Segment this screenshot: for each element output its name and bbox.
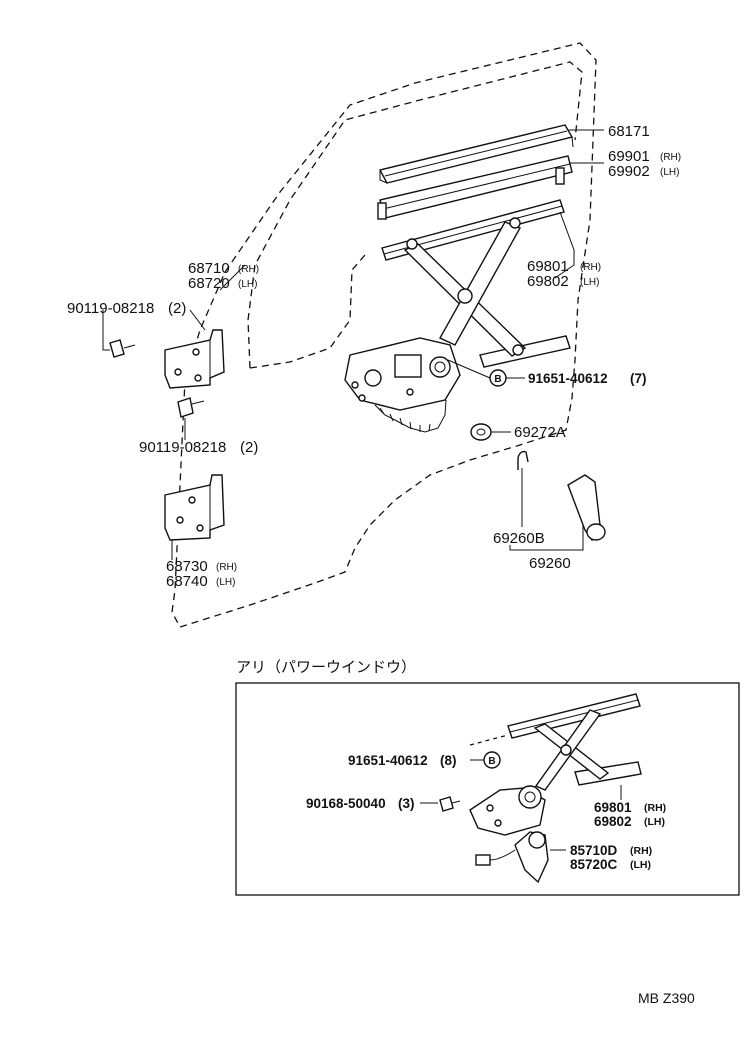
part-number: 90168-50040 <box>306 796 386 811</box>
inset-label-85720c: 85720C (LH) <box>570 857 651 872</box>
part-label-69260: 69260 <box>529 555 571 572</box>
power-window-motor <box>475 831 549 884</box>
window-crank-handle <box>567 474 606 542</box>
power-window-bolt <box>439 796 461 812</box>
part-suffix: (8) <box>440 753 457 768</box>
part-label-90119-upper: 90119-08218 (2) <box>67 300 186 317</box>
part-number: 91651-40612 <box>348 753 428 768</box>
upper-hinge <box>164 329 225 389</box>
part-number: 69260 <box>529 555 571 572</box>
inset-label-69802: 69802 (LH) <box>594 814 665 829</box>
part-number: 68740 <box>166 573 208 590</box>
part-number: 69802 <box>527 273 569 290</box>
part-number: 69801 <box>527 258 569 275</box>
part-suffix: (LH) <box>216 577 235 588</box>
footer-code: MB Z390 <box>638 990 695 1006</box>
window-regulator <box>344 199 571 433</box>
part-number: 68720 <box>188 275 230 292</box>
part-number: 68171 <box>608 123 650 140</box>
inset-marker-b-letter: B <box>488 756 495 767</box>
part-suffix: (2) <box>168 300 186 317</box>
part-suffix: (RH) <box>644 802 666 814</box>
part-label-90119-lower: 90119-08218 (2) <box>139 439 258 456</box>
inset-label-85710d: 85710D (RH) <box>570 843 652 858</box>
part-suffix: (RH) <box>630 845 652 857</box>
lower-hinge <box>164 474 225 541</box>
door-outline <box>171 42 597 628</box>
leader-lines <box>102 129 604 560</box>
part-number: 69260B <box>493 530 545 547</box>
part-label-91651-upper: 91651-40612 (7) <box>528 371 647 386</box>
part-suffix: (7) <box>630 371 647 386</box>
part-number: 69272A <box>514 424 566 441</box>
part-suffix: (RH) <box>660 152 681 163</box>
part-label-69901: 69901 (RH) <box>608 148 681 165</box>
power-window-inset-frame <box>235 682 740 896</box>
marker-b-letter: B <box>494 374 501 385</box>
glass-run-channel <box>378 124 574 184</box>
part-suffix: (2) <box>240 439 258 456</box>
inset-leader-lines <box>420 734 622 851</box>
part-number: 85710D <box>570 843 618 858</box>
part-suffix: (LH) <box>238 279 257 290</box>
part-suffix: (LH) <box>630 859 651 871</box>
part-number: 68710 <box>188 260 230 277</box>
inset-marker-b: B <box>483 751 501 769</box>
part-number: 85720C <box>570 857 618 872</box>
power-window-regulator <box>469 693 642 836</box>
part-label-68730: 68730 (RH) <box>166 558 237 575</box>
part-label-69802: 69802 (LH) <box>527 273 599 290</box>
washer <box>470 423 492 441</box>
part-number: 90119-08218 <box>67 300 154 317</box>
part-label-68740: 68740 (LH) <box>166 573 235 590</box>
part-suffix: (RH) <box>216 562 237 573</box>
inset-label-69801: 69801 (RH) <box>594 800 666 815</box>
part-suffix: (LH) <box>644 816 665 828</box>
part-number: 69801 <box>594 800 632 815</box>
part-label-68720: 68720 (LH) <box>188 275 257 292</box>
part-label-69260b: 69260B <box>493 530 545 547</box>
hinge-bolt-lower <box>177 397 205 418</box>
part-number: 91651-40612 <box>528 371 608 386</box>
part-label-68710: 68710 (RH) <box>188 260 259 277</box>
part-number: 69902 <box>608 163 650 180</box>
part-number: 69802 <box>594 814 632 829</box>
part-suffix: (LH) <box>660 167 679 178</box>
part-number: 69901 <box>608 148 650 165</box>
part-label-68171: 68171 <box>608 123 650 140</box>
part-label-69902: 69902 (LH) <box>608 163 679 180</box>
part-label-69272a: 69272A <box>514 424 566 441</box>
power-window-title: アリ（パワーウインドウ） <box>236 659 416 676</box>
part-number: 68730 <box>166 558 208 575</box>
inset-label-90168: 90168-50040 (3) <box>306 796 415 811</box>
glass-channel <box>377 155 573 220</box>
inset-label-91651: 91651-40612 (8) <box>348 753 457 768</box>
clip <box>517 450 529 470</box>
marker-b: B <box>489 369 507 387</box>
part-suffix: (RH) <box>238 264 259 275</box>
part-number: 90119-08218 <box>139 439 226 456</box>
part-suffix: (LH) <box>580 277 599 288</box>
part-label-69801: 69801 (RH) <box>527 258 601 275</box>
hinge-bolt-upper <box>109 339 136 358</box>
part-suffix: (3) <box>398 796 415 811</box>
part-suffix: (RH) <box>580 262 601 273</box>
